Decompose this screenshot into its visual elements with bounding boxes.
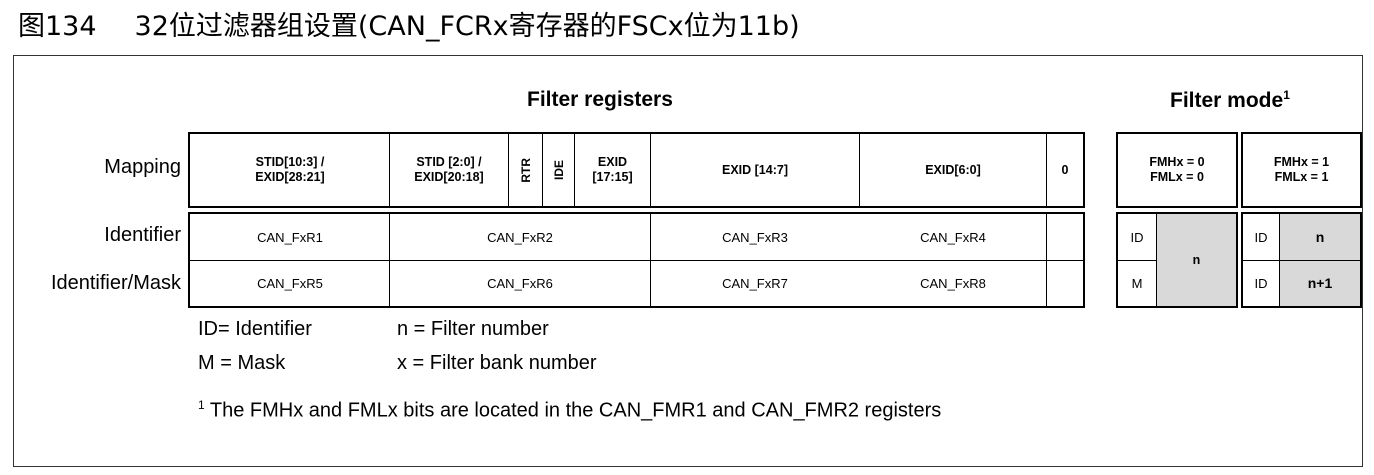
- divider: [389, 134, 390, 206]
- fmlx-1: FMLx = 1: [1274, 170, 1329, 184]
- register-cell-r2: CAN_FxR2: [487, 229, 553, 245]
- mode-body-list: ID n ID n+1: [1241, 212, 1362, 308]
- filter-mode-label: Filter mode: [1170, 89, 1284, 112]
- register-cell-r8: CAN_FxR8: [920, 276, 986, 291]
- filter-registers-header: Filter registers: [527, 88, 673, 111]
- register-rows: CAN_FxR1 CAN_FxR2 CAN_FxR3 CAN_FxR4 CAN_…: [188, 212, 1085, 308]
- footnote-mark: 1: [198, 398, 205, 412]
- legend-id: ID= Identifier: [198, 318, 312, 340]
- divider: [650, 214, 651, 306]
- register-cell-r5: CAN_FxR5: [257, 276, 323, 291]
- mapping-cell-stid-10-3: STID[10:3] /EXID[28:21]: [190, 134, 390, 206]
- list-n-cell: n: [1280, 214, 1360, 260]
- stid-10-3-line2: EXID[28:21]: [255, 170, 325, 184]
- fmhx-0: FMHx = 0: [1149, 155, 1205, 169]
- mapping-cell-exid-6-0: EXID[6:0]: [925, 162, 981, 177]
- stid-2-0-line2: EXID[20:18]: [414, 170, 484, 184]
- divider: [1046, 134, 1047, 206]
- mapping-cell-exid-17-15: EXID[17:15]: [575, 134, 650, 206]
- divider: [389, 214, 390, 306]
- list-id2-cell: ID: [1254, 276, 1268, 291]
- mapping-cell-stid-2-0: STID [2:0] /EXID[20:18]: [390, 134, 508, 206]
- register-cell-r1: CAN_FxR1: [257, 229, 323, 245]
- register-cell-r3: CAN_FxR3: [722, 229, 788, 245]
- figure-title: 图134 32位过滤器组设置(CAN_FCRx寄存器的FSCx位为11b): [18, 4, 800, 43]
- filter-mode-footnote-mark: 1: [1283, 88, 1290, 102]
- divider: [1046, 214, 1047, 306]
- mask-m-cell: M: [1131, 276, 1143, 291]
- mapping-row: STID[10:3] /EXID[28:21] STID [2:0] /EXID…: [188, 132, 1085, 208]
- divider: [574, 134, 575, 206]
- footnote: 1 The FMHx and FMLx bits are located in …: [198, 398, 941, 423]
- exid-17-15-line1: EXID: [597, 155, 628, 169]
- divider: [650, 134, 651, 206]
- register-cell-r6: CAN_FxR6: [487, 276, 553, 291]
- legend-x: x = Filter bank number: [397, 352, 597, 374]
- figure-number: 图134: [18, 11, 97, 42]
- filter-mode-header: Filter mode1: [1170, 88, 1290, 113]
- divider: [508, 134, 509, 206]
- row-divider: [190, 260, 1083, 261]
- divider: [1279, 214, 1280, 306]
- exid-17-15-line2: [17:15]: [592, 170, 633, 184]
- row-divider: [1243, 260, 1360, 261]
- ide-label: IDE: [551, 159, 566, 180]
- fmhx-1: FMHx = 1: [1273, 155, 1330, 169]
- mapping-cell-rtr: RTR: [509, 134, 542, 206]
- figure-frame: [13, 55, 1363, 467]
- stid-2-0-line1: STID [2:0] /: [416, 155, 482, 169]
- row-label-identifier: Identifier: [104, 224, 181, 246]
- mode-body-mask: ID M n: [1116, 212, 1238, 308]
- row-label-identifier-mask: Identifier/Mask: [50, 272, 181, 294]
- register-cell-r4: CAN_FxR4: [920, 229, 986, 245]
- row-divider: [1118, 260, 1156, 261]
- mapping-cell-zero: 0: [1061, 162, 1069, 177]
- row-label-mapping: Mapping: [104, 156, 181, 178]
- fmlx-0: FMLx = 0: [1150, 170, 1204, 184]
- mapping-cell-ide: IDE: [543, 134, 574, 206]
- footnote-text: The FMHx and FMLx bits are located in th…: [204, 399, 942, 422]
- register-cell-r7: CAN_FxR7: [722, 276, 788, 291]
- stid-10-3-line1: STID[10:3] /: [255, 155, 325, 169]
- divider: [1156, 214, 1157, 306]
- figure-caption: 32位过滤器组设置(CAN_FCRx寄存器的FSCx位为11b): [134, 11, 800, 42]
- mapping-cell-exid-14-7: EXID [14:7]: [722, 162, 788, 177]
- legend-m: M = Mask: [198, 352, 286, 374]
- divider: [542, 134, 543, 206]
- rtr-label: RTR: [518, 157, 533, 183]
- divider: [859, 134, 860, 206]
- mask-n-cell: n: [1157, 214, 1236, 306]
- mask-id-cell: ID: [1130, 229, 1144, 245]
- list-id1-cell: ID: [1254, 229, 1268, 245]
- legend-n: n = Filter number: [397, 318, 549, 340]
- list-n1-cell: n+1: [1280, 261, 1360, 306]
